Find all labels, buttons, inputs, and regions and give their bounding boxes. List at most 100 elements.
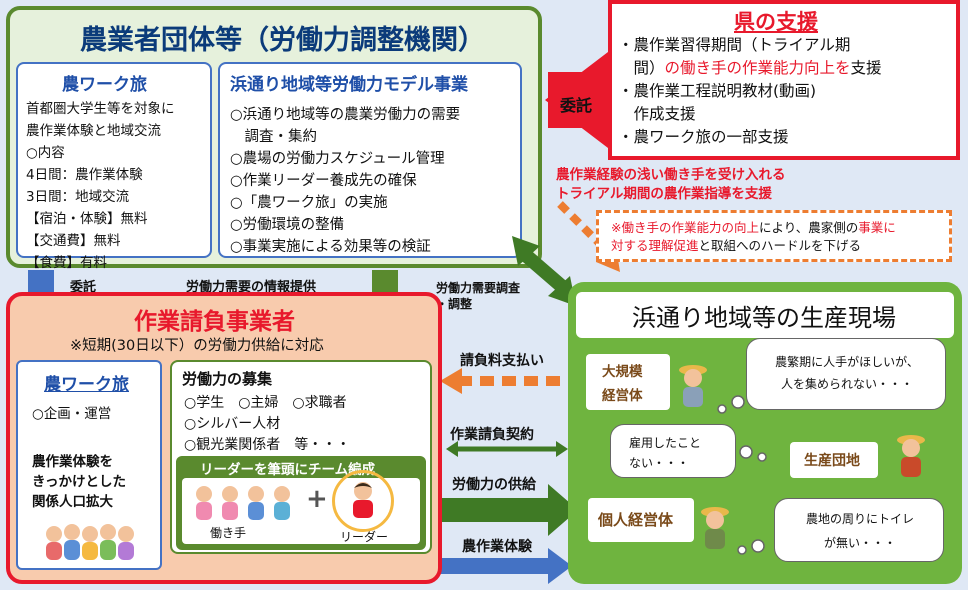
contract-label: 作業請負契約 [450, 427, 534, 443]
large-farm-line: 大規模 [602, 364, 643, 380]
demand-label-line: 労働力需要調査 [436, 281, 521, 295]
experience-label: 農作業体験 [462, 539, 532, 555]
fee-arrow-head [440, 368, 462, 394]
supply-label: 労働力の供給 [452, 477, 536, 493]
contractor-tour-bold: 農作業体験を きっかけとした 関係人口拡大 [32, 452, 126, 512]
entrust-label: 委託 [560, 96, 593, 115]
contractor-tour-line: ○企画・運営 [32, 406, 112, 422]
individual-farm-box: 個人経営体 [588, 498, 694, 542]
leader-label: リーダー [340, 530, 389, 544]
team-inner: + 働き手 リーダー [182, 470, 420, 544]
demand-label: 労働力需要調査 ・調整 [436, 280, 520, 312]
leader-icon [353, 482, 373, 518]
support-note-box: ※働き手の作業能力の向上により、農家側の事業に 対する理解促進と取組へのハードル… [596, 210, 952, 262]
note-line: 対する理解促進と取組へのハードルを下げる [611, 237, 896, 255]
farmer-icon [701, 507, 729, 549]
contractor-subtitle: ※短期(30日以下）の労働力供給に対応 [70, 338, 324, 354]
trial-support-text: 農作業経験の浅い働き手を受け入れる トライアル期間の農作業指導を支援 [556, 166, 786, 204]
team-title: リーダーを筆頭にチーム編成 [200, 462, 376, 478]
site-title-bar: 浜通り地域等の生産現場 [576, 292, 954, 338]
bubble-line: が無い・・・ [823, 536, 896, 550]
entrust-arrow-body [548, 72, 608, 128]
agri-tour-line: 【交通費】無料 [26, 233, 121, 249]
bubble-line: 雇用したこと [629, 436, 702, 450]
contractor-box: 作業請負事業者 ※短期(30日以下）の労働力供給に対応 農ワーク旅 ○企画・運営… [6, 292, 442, 584]
agri-tour-line: 4日間：農作業体験 [26, 167, 143, 183]
production-site-box: 浜通り地域等の生産現場 大規模 経営体 農繁期に人手がほしいが、 人を集められな… [568, 282, 962, 584]
prefecture-support-box: 県の支援 ・農作業習得期間（トライアル期 間）の働き手の作業能力向上を支援 ・農… [608, 0, 960, 160]
agri-tour-line: ○内容 [26, 145, 65, 161]
model-project-title: 浜通り地域等労働力モデル事業 [230, 75, 468, 95]
info-label: 労働力需要の情報提供 [186, 280, 317, 295]
trial-line: トライアル期間の農作業指導を支援 [556, 186, 772, 202]
entrust-down-label: 委託 [70, 280, 97, 295]
agri-tour-line: 【食費】有料 [26, 255, 107, 271]
support-dashed-arrow [557, 201, 615, 259]
note-highlight: 事業に [858, 220, 896, 235]
people-group-icon [46, 524, 134, 560]
contract-arrow-head-right [556, 441, 568, 457]
leader-circle [332, 470, 394, 532]
model-line: ○農場の労働力スケジュール管理 [230, 151, 445, 167]
pref-item: ・農作業工程説明教材(動画) [618, 82, 817, 100]
bubble-text: 雇用したこと ない・・・ [629, 433, 701, 473]
fee-label: 請負料支払い [460, 353, 544, 369]
agri-tour-line: 農作業体験と地域交流 [26, 123, 161, 139]
org-title: 農業者団体等（労働力調整機関） [80, 25, 485, 56]
model-line: 調査・集約 [230, 129, 317, 145]
note-line: ※働き手の作業能力の向上により、農家側の事業に [611, 219, 896, 237]
org-box: 農業者団体等（労働力調整機関） 農ワーク旅 首都圏大学生等を対象に 農作業体験と… [6, 6, 542, 271]
plus-sign: + [306, 484, 328, 514]
bubble-line: ない・・・ [629, 456, 690, 470]
contract-arrow-head-left [446, 441, 458, 457]
model-project-lines: ○浜通り地域等の農業労働力の需要 調査・集約 ○農場の労働力スケジュール管理 ○… [230, 104, 460, 258]
pref-item: ・農ワーク旅の一部支援 [618, 128, 789, 146]
note-text: と取組へのハードルを下げる [698, 238, 862, 253]
agri-tour-title: 農ワーク旅 [62, 75, 147, 95]
note-highlight: 対する理解促進 [611, 238, 699, 253]
agri-tour-line: 首都圏大学生等を対象に [26, 101, 175, 117]
supply-arrow [418, 484, 578, 536]
model-line: ○「農ワーク旅」の実施 [230, 195, 388, 211]
farmer-icon [897, 435, 925, 477]
bubble-tail [739, 445, 767, 462]
recruit-line: ○学生 ○主婦 ○求職者 [184, 395, 347, 411]
contractor-tour-box: 農ワーク旅 ○企画・運営 農作業体験を きっかけとした 関係人口拡大 [16, 360, 162, 570]
model-line: ○労働環境の整備 [230, 217, 345, 233]
prefecture-support-list: ・農作業習得期間（トライアル期 間）の働き手の作業能力向上を支援 ・農作業工程説… [618, 34, 882, 149]
pref-item-text: 間） [618, 59, 665, 77]
model-line: ○浜通り地域等の農業労働力の需要 [230, 107, 461, 123]
individual-farm-label: 個人経営体 [598, 511, 674, 529]
production-group-label: 生産団地 [804, 453, 860, 469]
tour-bold-line: 関係人口拡大 [32, 494, 113, 510]
large-farm-line: 経営体 [602, 388, 643, 404]
tour-bold-line: 農作業体験を [32, 454, 113, 470]
pref-item-text: 支援 [850, 59, 882, 77]
note-highlight: ※働き手の作業能力の向上 [611, 220, 759, 235]
workers-icon [196, 486, 290, 520]
recruit-line: ○シルバー人材 [184, 416, 281, 432]
bubble-line: 農地の周りにトイレ [805, 512, 914, 526]
recruit-box: 労働力の募集 ○学生 ○主婦 ○求職者 ○シルバー人材 ○観光業関係者 等・・・… [170, 360, 432, 554]
agri-tour-box: 農ワーク旅 首都圏大学生等を対象に 農作業体験と地域交流 ○内容 4日間：農作業… [16, 62, 212, 271]
farmer-icon [679, 365, 707, 407]
demand-label-line: ・調整 [436, 297, 473, 311]
agri-tour-line: 【宿泊・体験】無料 [26, 211, 148, 227]
bubble-group: 雇用したこと ない・・・ [610, 424, 736, 478]
large-farm-label-box: 大規模 経営体 [586, 354, 670, 410]
bubble-text: 農繁期に人手がほしいが、 人を集められない・・・ [757, 351, 937, 395]
bubble-tail [737, 539, 765, 555]
contractor-title: 作業請負事業者 [134, 309, 295, 335]
contractor-tour-title: 農ワーク旅 [44, 375, 129, 395]
production-group-box: 生産団地 [790, 442, 878, 478]
model-line: ○作業リーダー養成先の確保 [230, 173, 417, 189]
note-text: により、農家側の [758, 220, 859, 235]
trial-line: 農作業経験の浅い働き手を受け入れる [556, 167, 786, 183]
pref-item: ・農作業習得期間（トライアル期 [618, 36, 851, 54]
bubble-line: 農繁期に人手がほしいが、 [775, 355, 919, 369]
team-box: リーダーを筆頭にチーム編成 + 働き手 リーダー [176, 456, 426, 550]
model-line: ○事業実施による効果等の検証 [230, 239, 431, 255]
worker-label: 働き手 [210, 526, 247, 540]
bubble-individual: 農地の周りにトイレ が無い・・・ [774, 498, 944, 562]
support-note-text: ※働き手の作業能力の向上により、農家側の事業に 対する理解促進と取組へのハードル… [611, 219, 896, 255]
